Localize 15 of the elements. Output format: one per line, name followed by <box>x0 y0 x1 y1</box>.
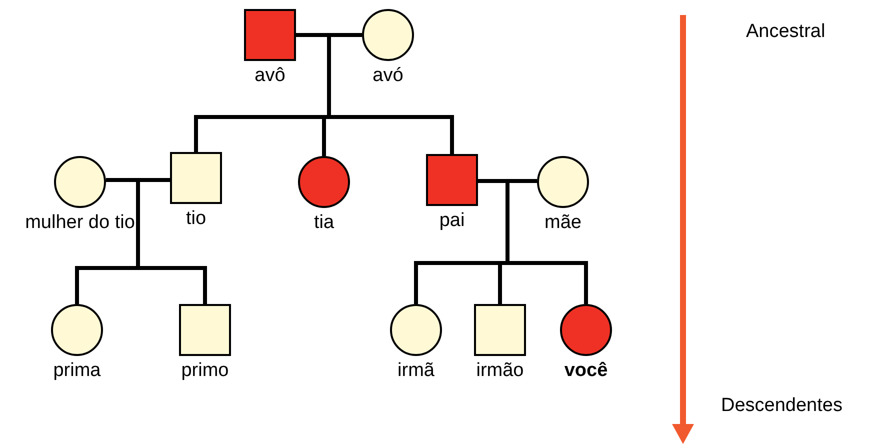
person-label: primo <box>181 360 229 382</box>
person-label: você <box>564 360 608 382</box>
person-label: pai <box>439 210 465 232</box>
person-label: tia <box>314 212 334 234</box>
person-label: irmã <box>398 360 434 382</box>
family-line <box>136 178 207 304</box>
person-label: avó <box>372 65 404 87</box>
person-label: tio <box>186 208 206 230</box>
person-label: irmão <box>476 360 524 382</box>
axis-label: Descendentes <box>721 395 842 417</box>
person-label: prima <box>53 360 101 382</box>
person-label: avô <box>254 65 286 87</box>
person-label: mulher do tio <box>25 212 135 234</box>
person-label: mãe <box>544 212 582 234</box>
axis-label: Ancestral <box>746 21 826 43</box>
